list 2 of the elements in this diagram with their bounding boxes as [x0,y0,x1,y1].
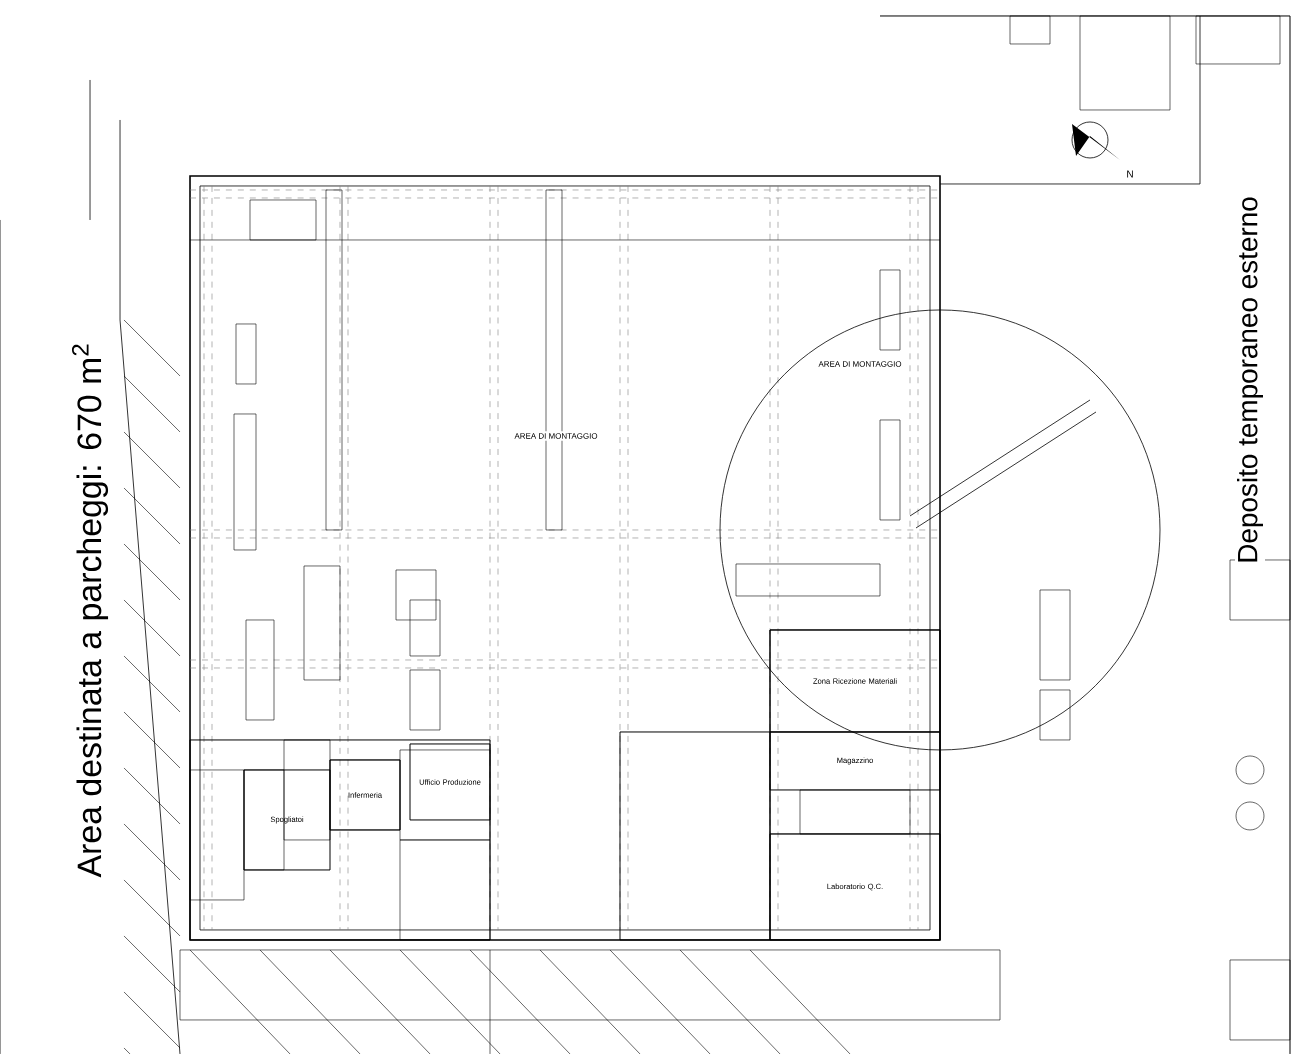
area-label: Area destinata a parcheggi: 670 m$^{2}$ [70,340,111,880]
area-label: Deposito temporaneo esterno [1235,194,1265,566]
